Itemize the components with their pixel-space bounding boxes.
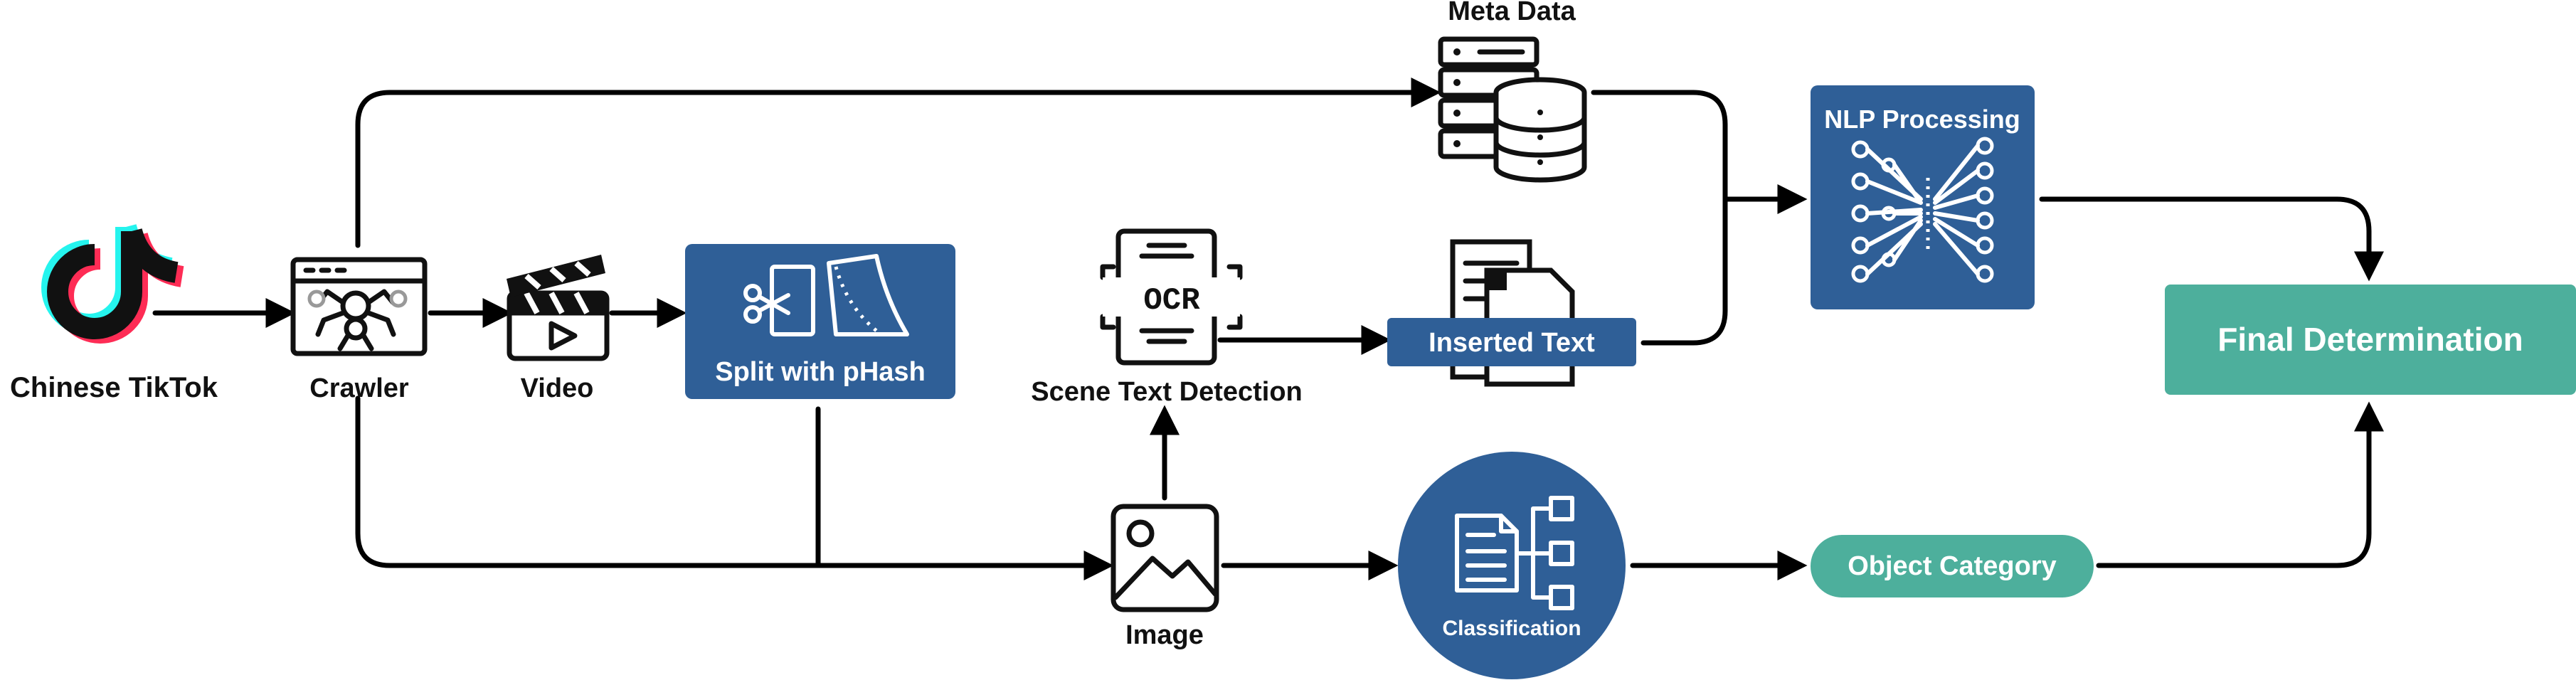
image-label: Image — [1125, 620, 1204, 650]
final-determination-box: Final Determination — [2165, 285, 2576, 395]
object-category-label: Object Category — [1848, 551, 2057, 581]
meta-data-label: Meta Data — [1448, 0, 1576, 26]
crawler-icon — [290, 257, 428, 356]
nlp-label: NLP Processing — [1824, 105, 2020, 134]
tiktok-logo — [41, 223, 184, 344]
hierarchy-icon — [1455, 496, 1574, 610]
ocr-icon: OCR — [1100, 228, 1243, 366]
arrow-crawler-to-image — [355, 395, 1114, 580]
video-label: Video — [521, 373, 594, 403]
split-with-phash-box: Split with pHash — [685, 244, 955, 399]
scene-text-detection-label: Scene Text Detection — [1031, 377, 1303, 407]
classification-node: Classification — [1398, 452, 1626, 679]
inserted-text-box: Inserted Text — [1387, 318, 1636, 366]
nlp-processing-box: NLP Processing — [1811, 85, 2035, 309]
image-icon — [1111, 504, 1219, 612]
arrow-nlp-to-final — [2039, 196, 2384, 282]
database-icon — [1438, 36, 1587, 183]
arrow-object-to-final — [2096, 401, 2384, 568]
neural-network-icon — [1851, 137, 1994, 283]
inserted-text-label: Inserted Text — [1429, 328, 1595, 358]
crawler-label: Crawler — [309, 373, 409, 403]
tiktok-label: Chinese TikTok — [10, 372, 218, 403]
object-category-pill: Object Category — [1811, 535, 2094, 597]
ocr-glyph: OCR — [1143, 283, 1200, 319]
clapperboard-icon — [507, 255, 610, 361]
line-metadata-merge — [1591, 90, 1728, 202]
final-determination-label: Final Determination — [2217, 321, 2523, 358]
scissors-icon — [743, 254, 909, 336]
classification-label: Classification — [1442, 617, 1581, 640]
line-inserted-text-merge — [1641, 196, 1728, 346]
arrow-crawler-to-metadata — [355, 78, 1441, 248]
connectors — [152, 78, 2384, 580]
split-label: Split with pHash — [715, 357, 926, 387]
